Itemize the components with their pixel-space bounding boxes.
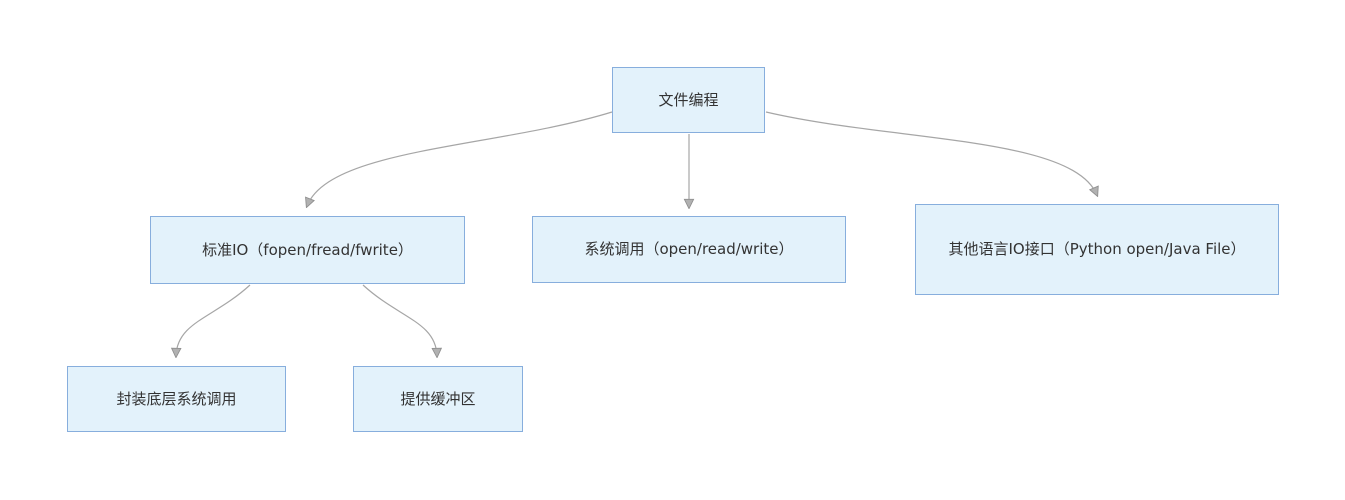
edge-root-to-std-io	[307, 111, 613, 206]
edge-std-io-to-wrap-syscall	[176, 284, 251, 356]
node-label: 文件编程	[658, 90, 719, 109]
node-file-programming[interactable]: 文件编程	[612, 67, 765, 133]
node-label: 标准IO（fopen/fread/fwrite）	[202, 240, 413, 259]
node-other-language-io[interactable]: 其他语言IO接口（Python open/Java File）	[915, 204, 1279, 295]
edge-root-to-other-lang	[765, 111, 1097, 195]
node-system-call[interactable]: 系统调用（open/read/write）	[532, 216, 846, 283]
node-provide-buffer[interactable]: 提供缓冲区	[353, 366, 523, 432]
node-label: 其他语言IO接口（Python open/Java File）	[948, 240, 1246, 259]
node-label: 提供缓冲区	[400, 389, 476, 408]
node-label: 系统调用（open/read/write）	[584, 240, 794, 259]
node-standard-io[interactable]: 标准IO（fopen/fread/fwrite）	[150, 216, 465, 284]
node-label: 封装底层系统调用	[116, 389, 237, 408]
node-wrap-underlying-syscall[interactable]: 封装底层系统调用	[67, 366, 286, 432]
edge-std-io-to-buffer	[362, 284, 437, 356]
